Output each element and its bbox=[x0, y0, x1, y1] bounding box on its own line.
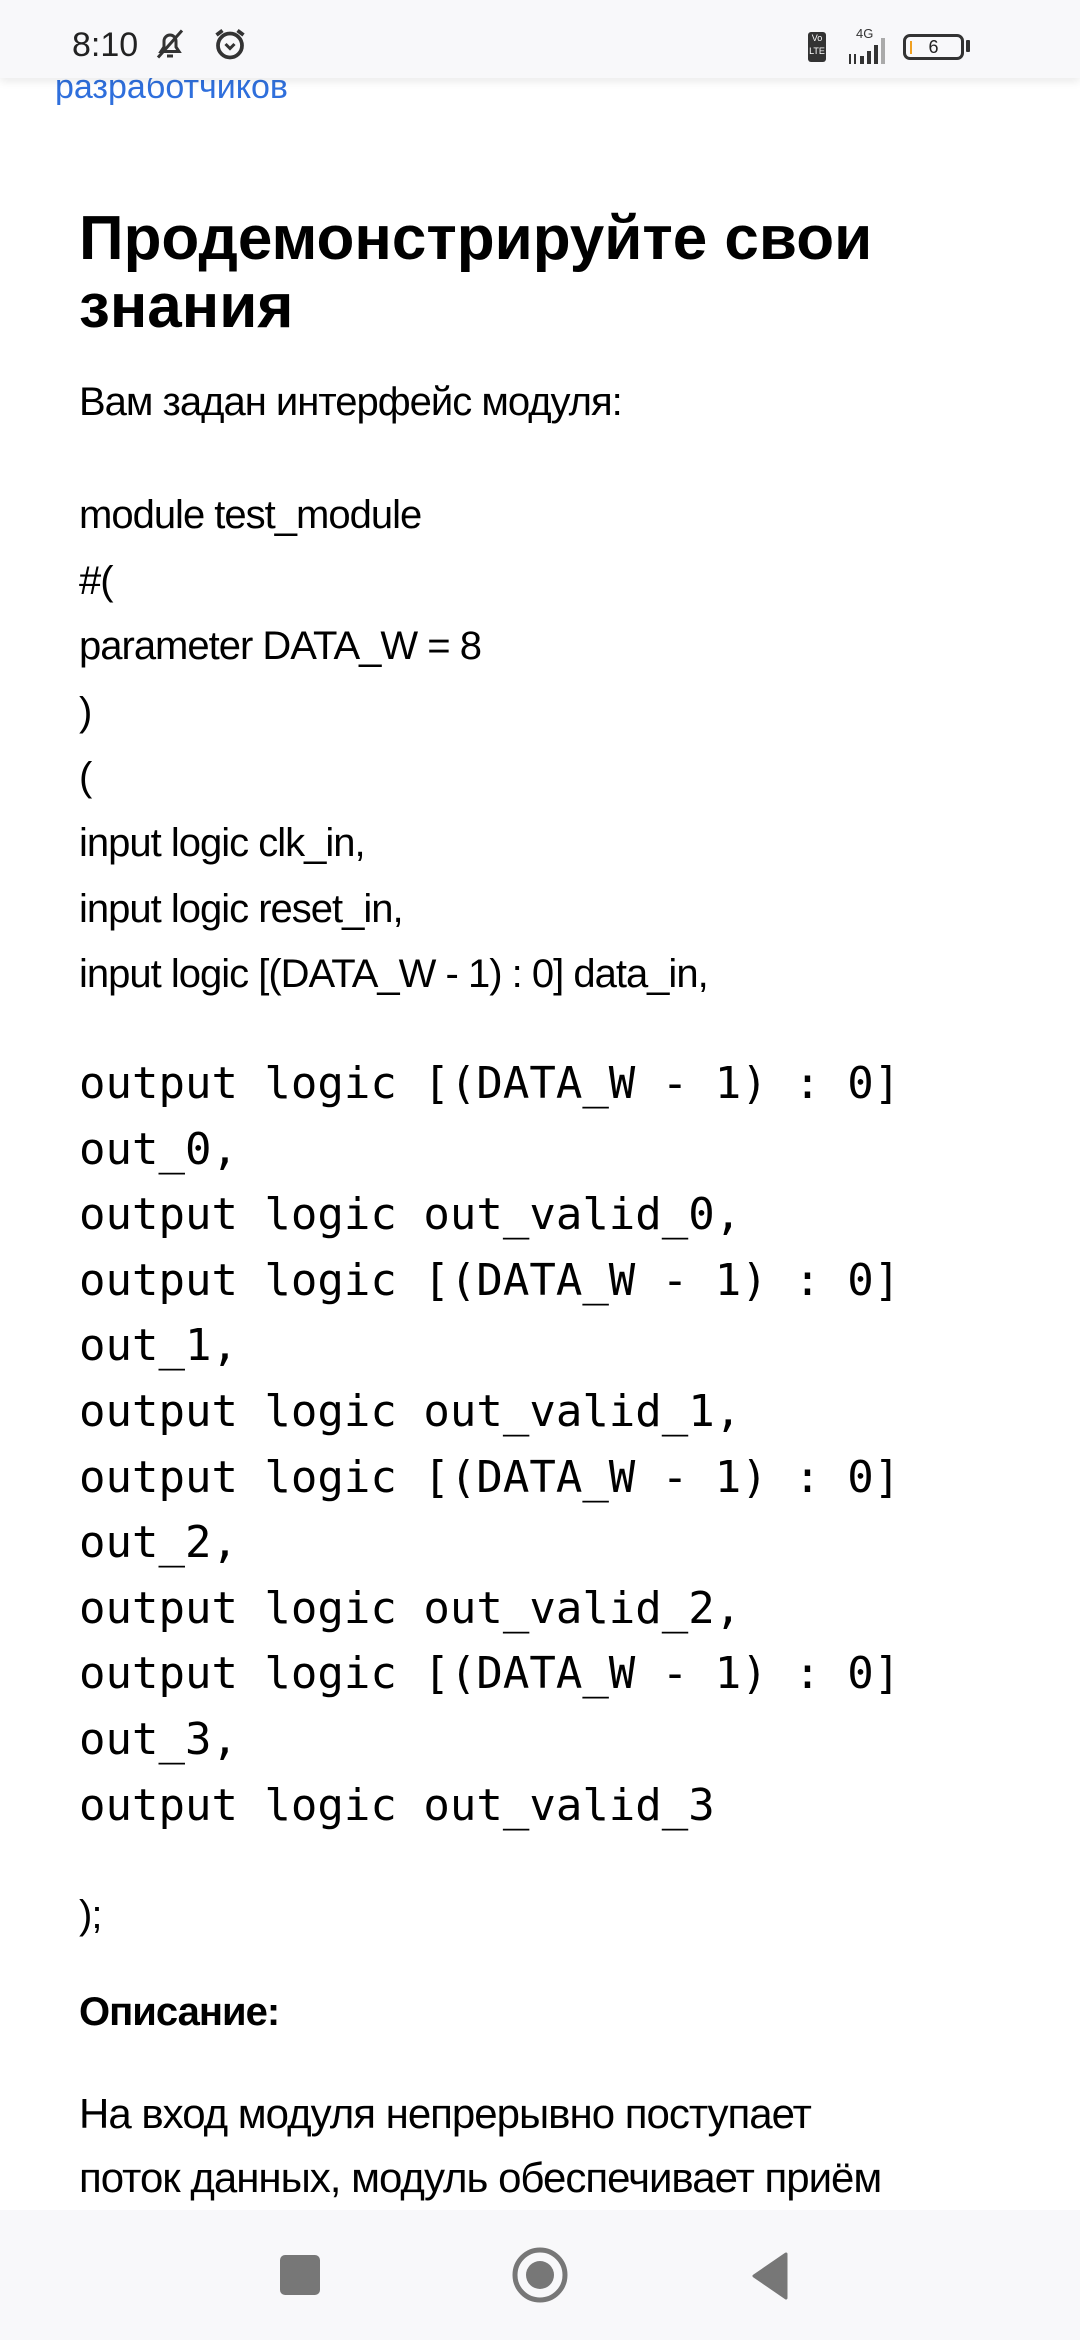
home-button[interactable] bbox=[511, 2246, 569, 2304]
intro-text: Вам задан интерфейс модуля: bbox=[79, 380, 623, 424]
code-line: ( bbox=[79, 755, 92, 800]
description-line: поток данных, модуль обеспечивает приём bbox=[79, 2154, 882, 2201]
volte-icon: Vo LTE bbox=[808, 32, 826, 62]
code-line-mono: output logic [(DATA_W - 1) : 0] bbox=[79, 1254, 901, 1306]
recents-button[interactable] bbox=[280, 2255, 320, 2295]
network-type: 4G bbox=[856, 26, 874, 41]
page-title: Продемонстрируйте свои знания bbox=[79, 204, 873, 341]
back-button[interactable] bbox=[752, 2252, 788, 2300]
battery-icon: 6 bbox=[903, 34, 964, 60]
code-line-mono: output logic out_valid_2, bbox=[79, 1582, 742, 1634]
code-line-mono: out_3, bbox=[79, 1714, 238, 1765]
description-heading: Описание: bbox=[79, 1990, 280, 2034]
description-line: На вход модуля непрерывно поступает bbox=[79, 2090, 812, 2137]
status-time: 8:10 bbox=[72, 26, 139, 64]
signal-icon bbox=[849, 38, 885, 64]
battery-level: 6 bbox=[928, 37, 939, 57]
code-line: #( bbox=[79, 558, 114, 603]
status-bar: 8:10 Vo LTE 4G 6 bbox=[0, 0, 1080, 78]
volte-label: Vo LTE bbox=[809, 33, 825, 56]
code-line-mono: output logic out_valid_1, bbox=[79, 1386, 742, 1437]
code-line: ) bbox=[79, 689, 92, 734]
code-end: ); bbox=[79, 1893, 102, 1937]
code-line-mono: output logic [(DATA_W - 1) : 0] bbox=[79, 1451, 901, 1503]
alarm-icon bbox=[215, 29, 245, 60]
code-line-mono: output logic out_valid_3 bbox=[79, 1779, 715, 1831]
code-line-mono: output logic [(DATA_W - 1) : 0] bbox=[79, 1058, 901, 1109]
code-line-mono: output logic out_valid_0, bbox=[79, 1189, 742, 1241]
code-line-mono: output logic [(DATA_W - 1) : 0] bbox=[79, 1648, 901, 1700]
code-line-mono: out_0, bbox=[79, 1123, 238, 1175]
code-line: input logic reset_in, bbox=[79, 886, 404, 931]
battery-tip bbox=[966, 40, 970, 52]
code-line-mono: out_2, bbox=[79, 1517, 238, 1569]
navigation-bar bbox=[0, 2210, 1080, 2340]
code-line: input logic [(DATA_W - 1) : 0] data_in, bbox=[79, 952, 709, 997]
code-line: module test_module bbox=[79, 493, 422, 537]
code-line: parameter DATA_W = 8 bbox=[79, 624, 482, 669]
code-line: input logic clk_in, bbox=[79, 821, 366, 865]
code-line-mono: out_1, bbox=[79, 1320, 238, 1372]
muted-bell-icon bbox=[156, 29, 184, 59]
